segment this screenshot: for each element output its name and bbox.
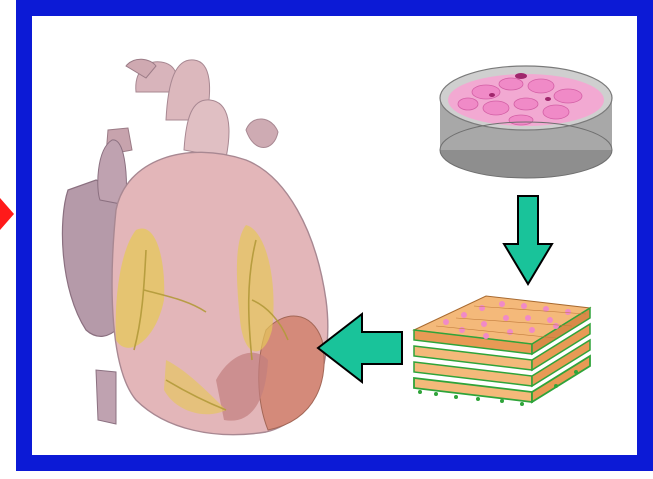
diagram-canvas xyxy=(16,0,653,479)
side-marker xyxy=(0,198,16,230)
red-diamond-icon xyxy=(0,198,16,230)
diagram-frame xyxy=(16,0,653,479)
petri-dish-illustration xyxy=(440,66,612,178)
